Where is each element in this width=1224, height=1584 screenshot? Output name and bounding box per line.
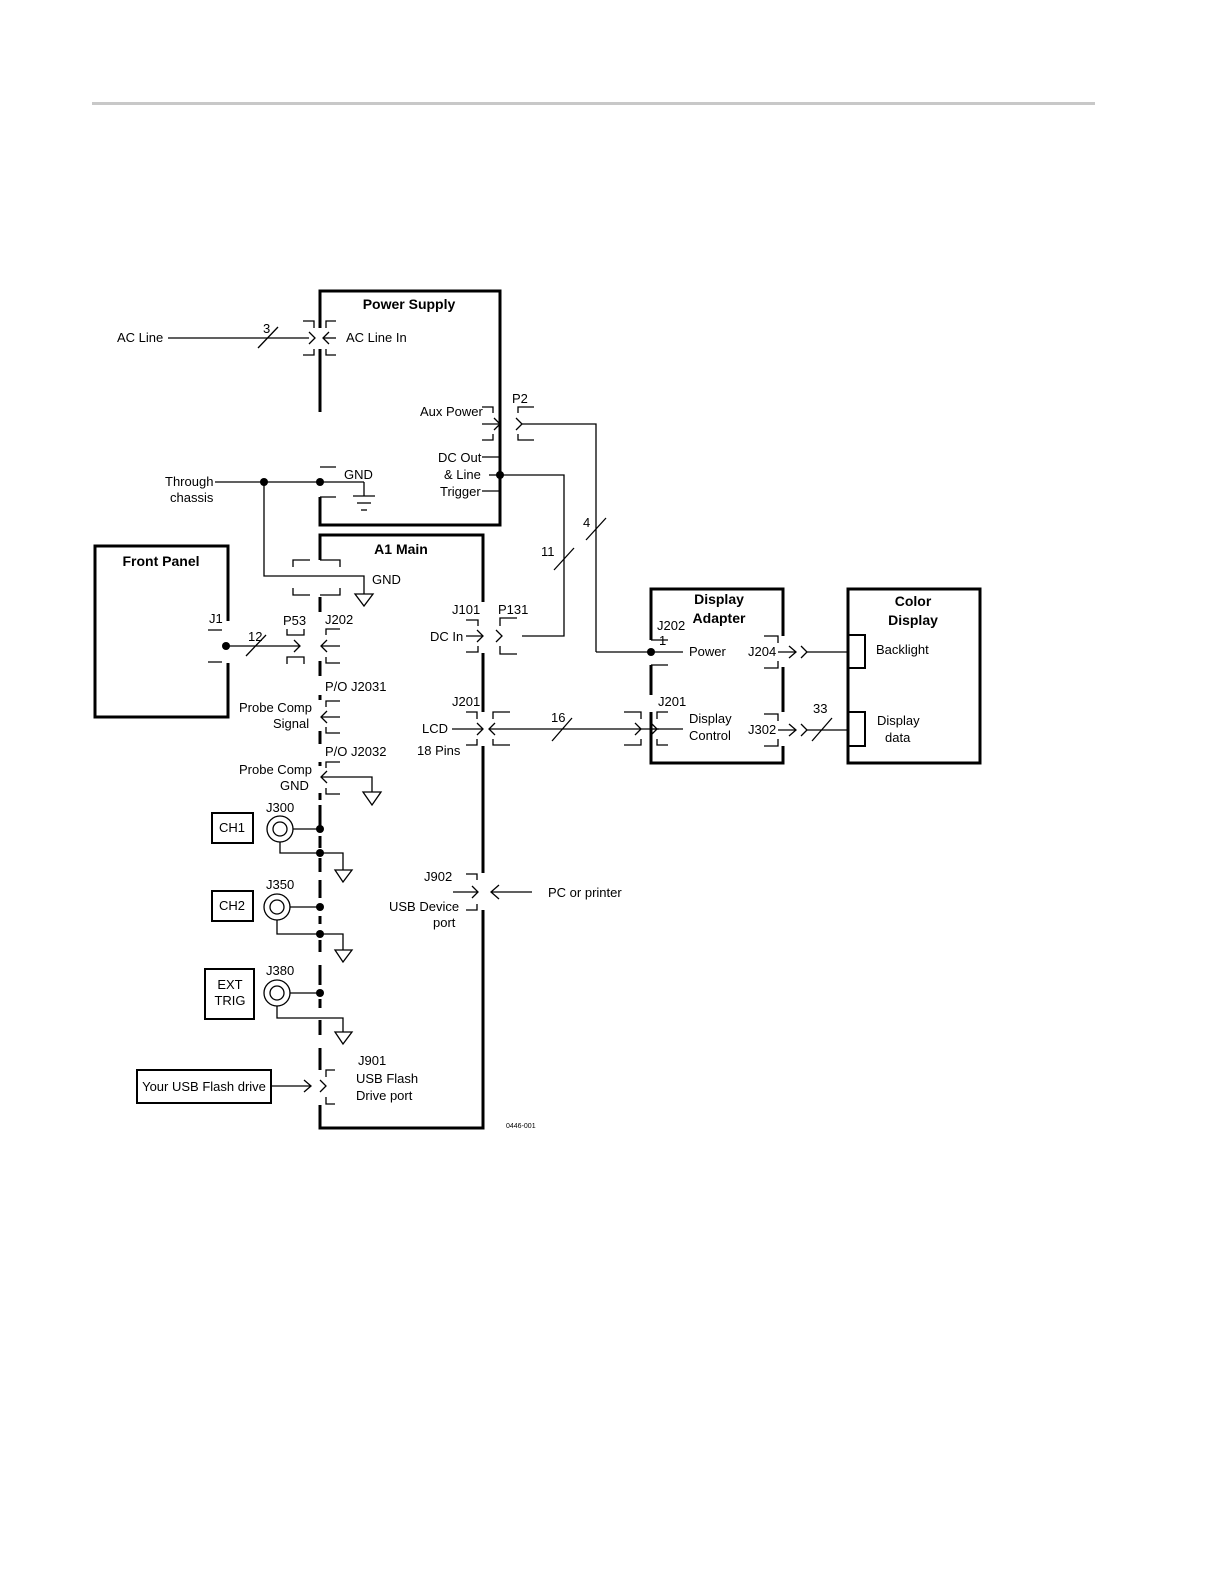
lcd-label: LCD <box>422 721 448 736</box>
dc-out-connection: DC Out & Line Trigger 11 <box>438 450 575 637</box>
ac-line-connection: AC Line 3 AC Line In <box>117 320 407 356</box>
display-control-label-1: Display <box>689 711 732 726</box>
display-control-label-2: Control <box>689 728 731 743</box>
display-data-bus-width: 33 <box>813 701 827 716</box>
color-display-title-1: Color <box>895 593 932 609</box>
j201-main-label: J201 <box>452 694 480 709</box>
j350-label: J350 <box>266 877 294 892</box>
dc-in-label: DC In <box>430 629 463 644</box>
po-j2032-label: P/O J2032 <box>325 744 386 759</box>
power-supply-block: Power Supply <box>318 289 502 527</box>
ac-bus-width: 3 <box>263 321 270 336</box>
power-supply-title: Power Supply <box>363 296 456 312</box>
dc-out-label-3: Trigger <box>440 484 481 499</box>
usb-device-port: J902 USB Device port PC or printer <box>389 869 622 930</box>
ch1-input: J300 CH1 <box>211 800 354 884</box>
ch1-label: CH1 <box>219 820 245 835</box>
display-adapter-block: Display Adapter J202 1 Power J201 Displa… <box>596 587 848 765</box>
pc-printer-label: PC or printer <box>548 885 622 900</box>
color-display-title-2: Display <box>888 612 938 628</box>
aux-power-connection: Aux Power P2 4 <box>420 391 607 652</box>
ch1-box <box>211 812 254 844</box>
display-data-label-2: data <box>885 730 911 745</box>
dc-out-label-1: DC Out <box>438 450 482 465</box>
j302-label: J302 <box>748 722 776 737</box>
ext-trig-label-1: EXT <box>217 977 242 992</box>
figure-id: 0446-001 <box>506 1123 536 1130</box>
aux-bus-width: 4 <box>583 515 590 530</box>
gnd-ps-label: GND <box>344 467 373 482</box>
usb-device-label-1: USB Device <box>389 899 459 914</box>
po-j2031-label: P/O J2031 <box>325 679 386 694</box>
front-panel-title: Front Panel <box>122 553 199 569</box>
display-adapter-title-1: Display <box>694 591 744 607</box>
j300-label: J300 <box>266 800 294 815</box>
ac-line-label: AC Line <box>117 330 163 345</box>
front-panel-block: Front Panel J1 12 P53 J202 <box>93 544 353 719</box>
probe-comp-signal-label-2: Signal <box>273 716 309 731</box>
probe-comp-gnd: P/O J2032 Probe Comp GND <box>239 744 386 807</box>
dc-in-connector: J101 P131 DC In <box>430 602 528 655</box>
through-label-1: Through <box>165 474 213 489</box>
ext-trig-input: J380 EXT TRIG <box>204 963 354 1046</box>
j380-label: J380 <box>266 963 294 978</box>
ch2-input: J350 CH2 <box>211 877 354 964</box>
j901-label: J901 <box>358 1053 386 1068</box>
j201-da-label: J201 <box>658 694 686 709</box>
a1-main-block: A1 Main <box>318 533 485 1130</box>
j101-label: J101 <box>452 602 480 617</box>
dc-bus-width: 11 <box>541 544 555 559</box>
j202-da-label: J202 <box>657 618 685 633</box>
probe-comp-signal: P/O J2031 Probe Comp Signal <box>239 679 386 734</box>
probe-comp-signal-label-1: Probe Comp <box>239 700 312 715</box>
display-data-label-1: Display <box>877 713 920 728</box>
backlight-label: Backlight <box>876 642 929 657</box>
j202-main-label: J202 <box>325 612 353 627</box>
p131-label: P131 <box>498 602 528 617</box>
pins-18-label: 18 Pins <box>417 743 461 758</box>
through-label-2: chassis <box>170 490 214 505</box>
usb-flash-label-1: USB Flash <box>356 1071 418 1086</box>
dc-out-label-2: & Line <box>444 467 481 482</box>
ch2-box <box>211 890 254 922</box>
usb-flash-label-2: Drive port <box>356 1088 413 1103</box>
aux-power-label: Aux Power <box>420 404 484 419</box>
p2-label: P2 <box>512 391 528 406</box>
j204-label: J204 <box>748 644 776 659</box>
a1-main-title: A1 Main <box>374 541 428 557</box>
probe-comp-gnd-label-1: Probe Comp <box>239 762 312 777</box>
gnd-main-label: GND <box>372 572 401 587</box>
ext-trig-box <box>204 968 255 1020</box>
display-adapter-title-2: Adapter <box>693 610 746 626</box>
probe-comp-gnd-label-2: GND <box>280 778 309 793</box>
p53-label: P53 <box>283 613 306 628</box>
usb-device-label-2: port <box>433 915 456 930</box>
usb-flash-port: J901 USB Flash Drive port Your USB Flash… <box>136 1053 418 1105</box>
front-panel-bus-width: 12 <box>248 629 262 644</box>
lcd-connection: J201 LCD 18 Pins 16 <box>417 694 659 758</box>
lcd-bus-width: 16 <box>551 710 565 725</box>
color-display-block: Color Display Backlight Display data <box>846 587 982 765</box>
main-gnd-connector: GND <box>292 559 401 596</box>
ac-line-in-label: AC Line In <box>346 330 407 345</box>
j902-label: J902 <box>424 869 452 884</box>
usb-drive-label: Your USB Flash drive <box>142 1079 266 1094</box>
power-label: Power <box>689 644 727 659</box>
header-rule <box>92 102 1095 105</box>
ch2-label: CH2 <box>219 898 245 913</box>
j1-label: J1 <box>209 611 223 626</box>
ext-trig-label-2: TRIG <box>214 993 245 1008</box>
chassis-ground: Through chassis GND <box>165 466 375 608</box>
